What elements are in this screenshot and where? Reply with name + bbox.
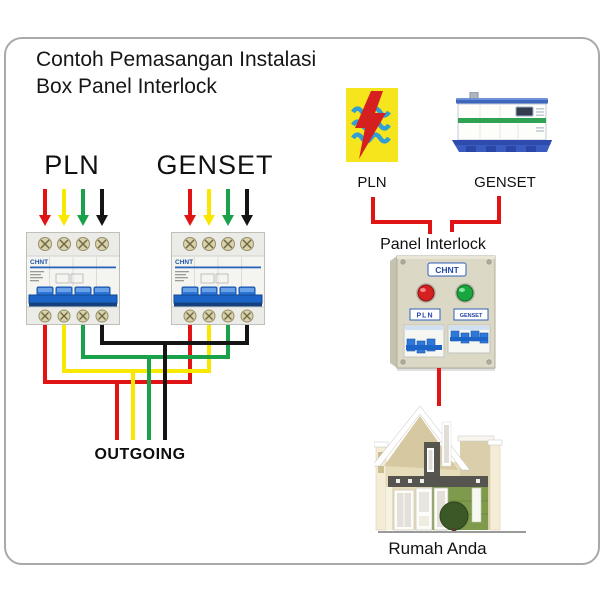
outgoing-wire-black bbox=[163, 341, 167, 440]
house-caption: Rumah Anda bbox=[388, 539, 487, 558]
mcb-genset: CHNT bbox=[171, 232, 265, 325]
tree-icon bbox=[439, 501, 469, 531]
terminal-screws-top bbox=[183, 237, 254, 251]
arrow-down-icon bbox=[222, 189, 234, 227]
terminal-screws-bottom bbox=[183, 309, 254, 323]
panel-brand-label: CHNT bbox=[435, 265, 459, 275]
pln-connector-line bbox=[428, 224, 432, 234]
bus-green bbox=[81, 355, 230, 359]
panel-to-house-line bbox=[437, 368, 441, 406]
outgoing-wire-yellow bbox=[131, 369, 135, 440]
panel-breaker-right-label: GENSET bbox=[460, 313, 483, 319]
panel-breaker-left-label: PLN bbox=[417, 313, 434, 320]
arrow-down-icon bbox=[39, 189, 51, 227]
diagram-frame bbox=[4, 37, 600, 565]
arrow-down-icon bbox=[96, 189, 108, 227]
wire-green bbox=[81, 325, 85, 359]
wire-yellow bbox=[62, 325, 66, 373]
genset-caption: GENSET bbox=[474, 174, 536, 191]
arrow-down-icon bbox=[58, 189, 70, 227]
genset-connector-line bbox=[450, 220, 501, 224]
breaker-brand-label: CHNT bbox=[175, 259, 193, 266]
pilot-light-green bbox=[455, 283, 475, 303]
generator-icon bbox=[452, 92, 552, 152]
arrow-down-icon bbox=[184, 189, 196, 227]
mcb-pln: CHNT bbox=[26, 232, 120, 325]
panel-box-icon: CHNT PLN GENSET bbox=[390, 255, 496, 371]
title-line-1: Contoh Pemasangan Instalasi bbox=[36, 48, 317, 71]
circuit-breaker-icon: CHNT bbox=[171, 232, 265, 325]
house-icon bbox=[374, 406, 503, 532]
wire-yellow bbox=[207, 325, 211, 373]
genset-connector-line bbox=[497, 196, 501, 224]
bus-yellow bbox=[62, 369, 211, 373]
arrow-down-icon bbox=[241, 189, 253, 227]
wire-black bbox=[100, 325, 104, 345]
pln-logo-icon bbox=[346, 88, 398, 162]
wire-red bbox=[43, 325, 47, 384]
pln-connector-line bbox=[371, 197, 375, 224]
bus-black bbox=[100, 341, 249, 345]
wire-black bbox=[245, 325, 249, 345]
lightning-bolt-icon bbox=[355, 91, 386, 159]
page-title: Contoh Pemasangan Instalasi Box Panel In… bbox=[36, 46, 316, 100]
breaker-brand-label: CHNT bbox=[30, 259, 48, 266]
outgoing-wire-green bbox=[147, 355, 151, 440]
title-line-2: Box Panel Interlock bbox=[36, 75, 217, 98]
panel-mini-breaker-left bbox=[403, 324, 445, 358]
ground-line bbox=[378, 531, 526, 533]
panel-interlock-label: Panel Interlock bbox=[380, 236, 486, 253]
terminal-screws-top bbox=[38, 237, 109, 251]
pln-source-heading: PLN bbox=[44, 150, 100, 180]
toggle-levers bbox=[28, 286, 118, 307]
pln-caption: PLN bbox=[357, 174, 387, 191]
arrow-down-icon bbox=[77, 189, 89, 227]
genset-image bbox=[452, 92, 558, 154]
house-image bbox=[374, 406, 506, 532]
pln-logo bbox=[346, 88, 398, 162]
genset-source-heading: GENSET bbox=[156, 150, 274, 180]
wire-red bbox=[188, 325, 192, 384]
pilot-light-red bbox=[416, 283, 436, 303]
terminal-screws-bottom bbox=[38, 309, 109, 323]
panel-mini-breaker-right bbox=[447, 324, 491, 354]
interlock-panel-box: CHNT PLN GENSET bbox=[390, 253, 502, 371]
genset-connector-line bbox=[450, 224, 454, 232]
circuit-breaker-icon: CHNT bbox=[26, 232, 120, 325]
arrow-down-icon bbox=[203, 189, 215, 227]
pln-connector-line bbox=[371, 220, 432, 224]
outgoing-label: OUTGOING bbox=[94, 446, 186, 463]
outgoing-wire-red bbox=[115, 380, 119, 440]
toggle-levers bbox=[173, 286, 263, 307]
